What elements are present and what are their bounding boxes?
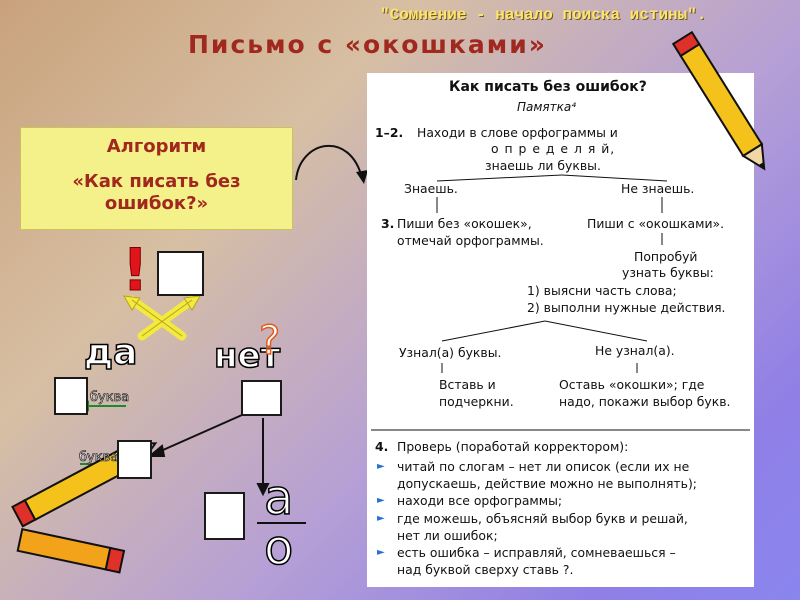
letter-label-yes: буква — [90, 390, 130, 406]
memo-step-4-number: 4. — [375, 439, 389, 454]
memo-action-2: 2) выполни нужные действия. — [527, 300, 726, 315]
memo-step-4-text: Проверь (поработай корректором): — [397, 439, 629, 454]
no-label: нет — [213, 335, 281, 377]
memo-step-1-2-line3: знаешь ли буквы. — [485, 158, 601, 173]
letter-window-box — [204, 492, 245, 540]
memo-bullet-1-cont: допускаешь, действие можно не выполнять)… — [397, 476, 697, 491]
letter-window-box — [117, 440, 152, 479]
memo-dont-know: Не знаешь. — [621, 181, 695, 196]
yes-label: да — [83, 331, 138, 374]
memo-bullet-4: есть ошибка – исправляй, сомневаешься – — [397, 545, 676, 560]
epigraph-quote: "Сомнение - начало поиска истины". — [380, 6, 707, 24]
crossing-arrows-icon — [123, 295, 201, 341]
letter-window-box — [241, 380, 282, 416]
memo-try-line2: узнать буквы: — [622, 265, 714, 280]
memo-card: Как писать без ошибок? Памятка⁴ 1–2. Нах… — [367, 73, 754, 587]
memo-try-line1: Попробуй — [634, 249, 698, 264]
memo-write-no-windows-line2: отмечай орфограммы. — [397, 233, 544, 248]
letter-label-no: буква — [79, 450, 119, 466]
memo-know: Знаешь. — [404, 181, 458, 196]
memo-step-3-number: 3. — [381, 216, 395, 231]
exclamation-mark: ! — [121, 236, 149, 305]
memo-step-1-2-line1: Находи в слове орфограммы и — [417, 125, 618, 140]
memo-insert-line2: подчеркни. — [439, 394, 514, 409]
letter-choice-a: а — [263, 469, 294, 527]
pencil-icon — [671, 30, 766, 171]
memo-title: Как писать без ошибок? — [449, 79, 647, 95]
memo-write-windows: Пиши с «окошками». — [587, 216, 725, 231]
algorithm-box: Алгоритм «Как писать без ошибок?» — [20, 127, 293, 230]
memo-action-1: 1) выясни часть слова; — [527, 283, 677, 298]
memo-write-no-windows-line1: Пиши без «окошек», — [397, 216, 532, 231]
letter-choice-o: о — [263, 519, 294, 577]
memo-not-learned: Не узнал(а). — [595, 343, 675, 358]
memo-bullet-2: находи все орфограммы; — [397, 493, 563, 508]
algorithm-label: Алгоритм — [106, 136, 207, 157]
memo-bullet-1: читай по слогам – нет ли описок (если их… — [397, 459, 690, 474]
pencil-icon — [16, 528, 126, 574]
slide-title: Письмо с «окошками» — [188, 30, 547, 59]
memo-bullet-3-cont: нет ли ошибок; — [397, 528, 498, 543]
question-mark: ? — [258, 317, 281, 365]
memo-bullet-4-cont: над буквой сверху ставь ?. — [397, 562, 574, 577]
memo-bullet-3: где можешь, объясняй выбор букв и решай, — [397, 511, 688, 526]
memo-step-1-2-line2: о п р е д е л я й, — [491, 141, 616, 156]
memo-step-1-2-number: 1–2. — [375, 125, 404, 140]
bullet-arrow-icon: ► — [377, 547, 385, 558]
memo-leave-line1: Оставь «окошки»; где — [559, 377, 705, 392]
memo-subtitle: Памятка⁴ — [517, 100, 577, 114]
memo-insert-line1: Вставь и — [439, 377, 496, 392]
memo-learned: Узнал(а) буквы. — [399, 345, 502, 360]
bullet-arrow-icon: ► — [377, 513, 385, 524]
bullet-arrow-icon: ► — [377, 461, 385, 472]
algorithm-name: «Как писать без ошибок?» — [72, 171, 241, 214]
memo-tree-lines — [371, 174, 750, 431]
letter-window-box — [54, 377, 88, 415]
memo-leave-line2: надо, покажи выбор букв. — [559, 394, 731, 409]
letter-window-box — [157, 251, 204, 296]
bullet-arrow-icon: ► — [377, 495, 385, 506]
